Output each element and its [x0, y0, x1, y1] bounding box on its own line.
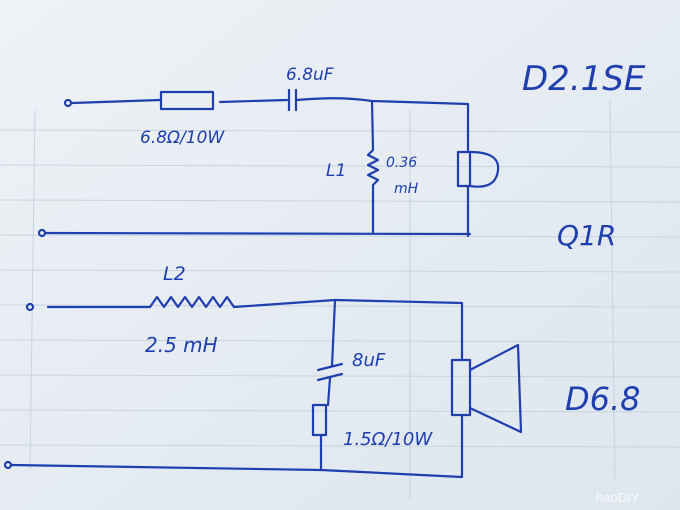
tweeter-symbol	[456, 150, 472, 188]
inductor-unit-label: mH	[394, 181, 419, 197]
inductor-name-label: L1	[326, 161, 346, 181]
woofer-crossover: L2 2.5 mH 8uF 1.5Ω/10W D6.8	[3, 263, 641, 479]
tweeter-tag-label: Q1R	[557, 219, 616, 252]
inductor-value-label: 2.5 mH	[145, 333, 218, 357]
resistor-label: 6.8Ω/10W	[140, 128, 225, 148]
inductor-l2-symbol	[148, 295, 236, 309]
resistor-label: 1.5Ω/10W	[343, 429, 433, 450]
tweeter-model-label: D2.1SE	[522, 59, 646, 99]
capacitor-label: 8uF	[352, 350, 386, 371]
inductor-name-label: L2	[163, 263, 186, 285]
resistor-symbol	[311, 403, 328, 437]
input-terminal-positive	[25, 302, 35, 312]
inductor-value-label: 0.36	[386, 155, 417, 171]
tweeter-crossover: 6.8uF 6.8Ω/10W L1 0.36 mH D2.1SE Q1R	[37, 59, 646, 252]
resistor-symbol	[159, 90, 215, 111]
capacitor-label: 6.8uF	[286, 65, 334, 85]
inductor-l1-symbol	[366, 99, 380, 234]
paper-ruled-lines	[0, 99, 680, 500]
woofer-model-label: D6.8	[565, 380, 641, 418]
watermark: haoDIY	[596, 490, 640, 505]
